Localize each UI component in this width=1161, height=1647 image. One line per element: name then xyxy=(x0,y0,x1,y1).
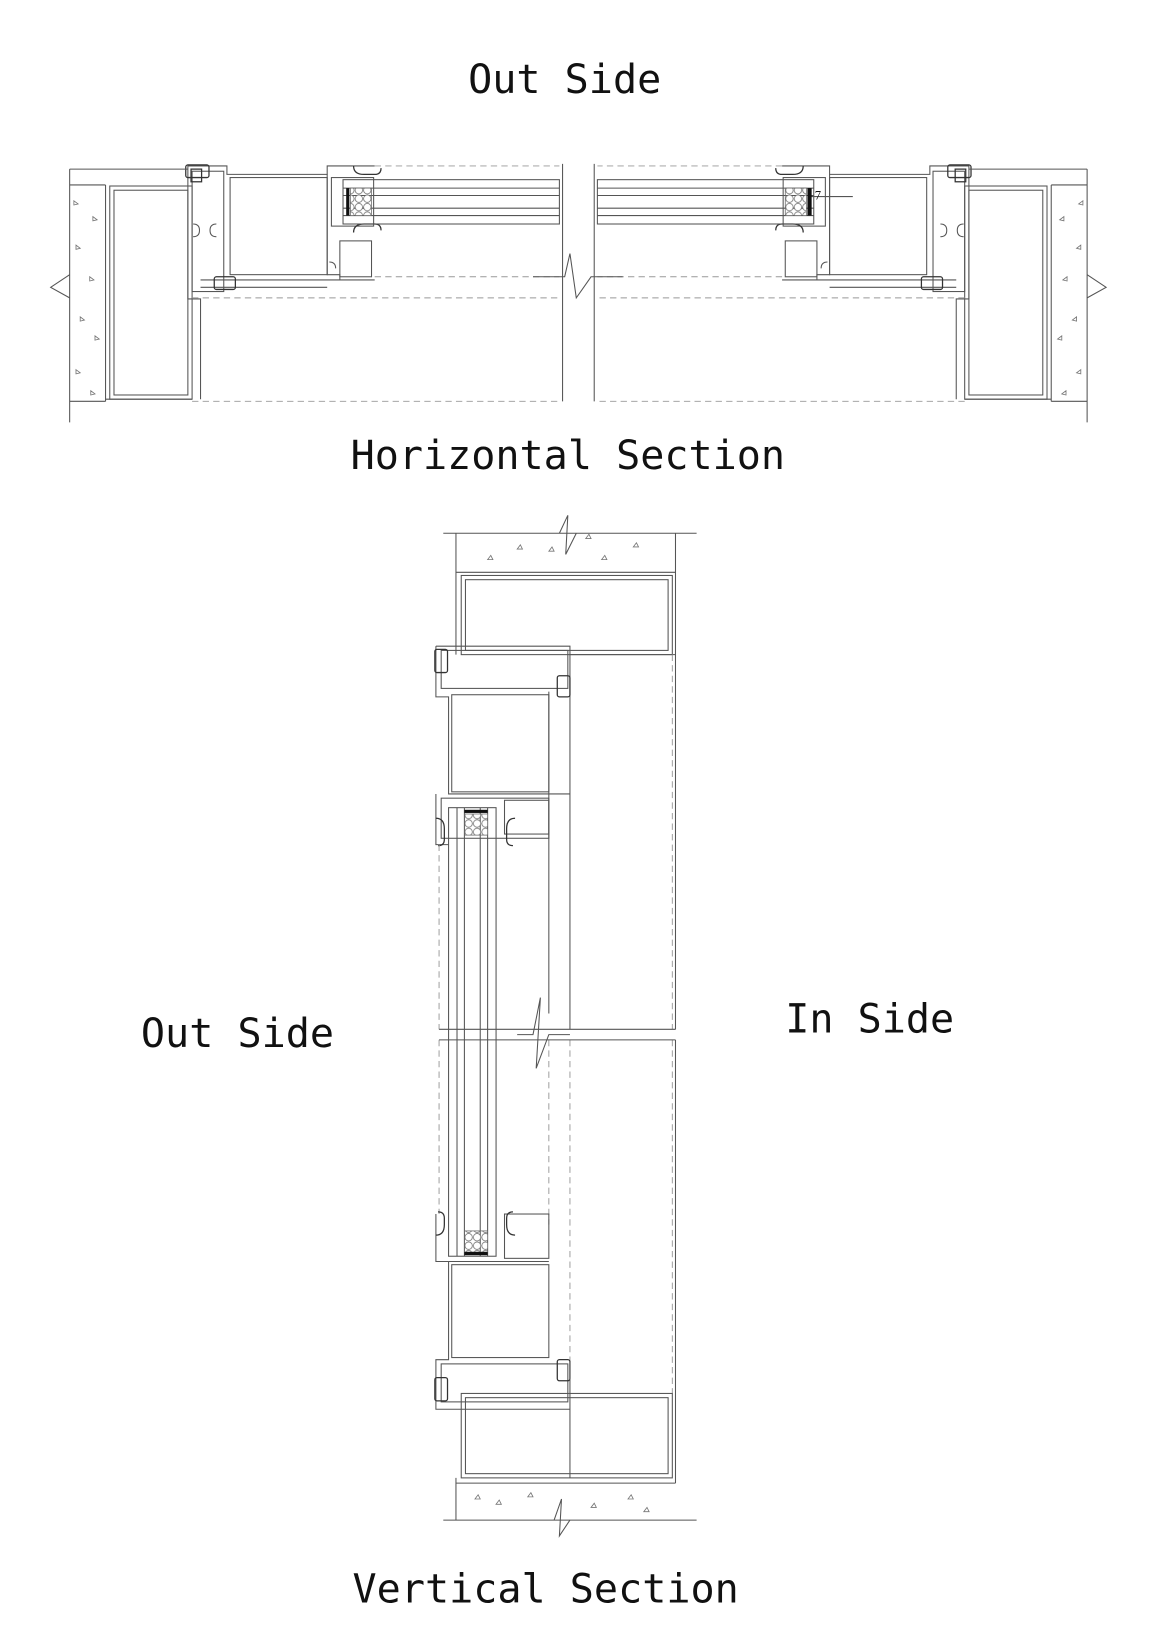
vertical-section-drawing xyxy=(434,515,697,1538)
horizontal-section-drawing xyxy=(50,163,1107,424)
gap-dimension-label: 7 xyxy=(815,189,821,203)
horizontal-section-title: Horizontal Section xyxy=(351,433,786,479)
inside-label-right: In Side xyxy=(785,996,954,1042)
vertical-section-title: Vertical Section xyxy=(353,1566,739,1612)
outside-label-left: Out Side xyxy=(141,1011,334,1057)
outside-label-top: Out Side xyxy=(468,57,661,103)
